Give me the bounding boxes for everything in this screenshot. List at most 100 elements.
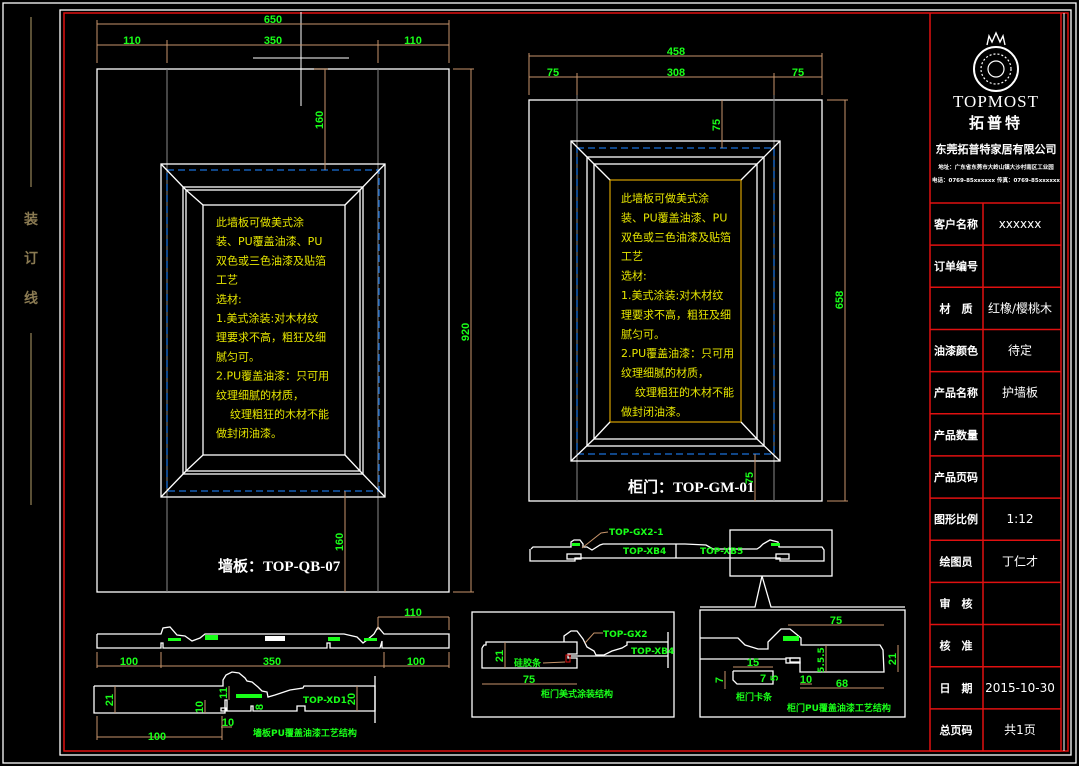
note-line: 纹理细腻的材质， xyxy=(621,366,709,380)
note-line: 1.美式涂装:对木材纹 xyxy=(621,288,723,302)
dim-detail-8: 8 xyxy=(254,704,266,710)
logo-cn: 拓普特 xyxy=(969,114,1023,132)
row-label: 图形比例 xyxy=(934,512,978,526)
door-detail-a: 21 75 TOP-GX2 TOP-XB4 硅胶条 柜门美式涂装结构 xyxy=(471,611,675,718)
door-detail-b: 75 21 15 7 7 5 10 68 5.5.5 柜门卡条 柜门PU覆盖油漆… xyxy=(699,609,906,718)
wall-panel-label: 墙板：TOP-QB-07 xyxy=(218,557,341,575)
note-line: 工艺 xyxy=(216,274,238,287)
red-border xyxy=(63,12,1069,752)
note-line: 此墙板可做美式涂 xyxy=(621,191,709,205)
door-section: TOP-GX2-1 TOP-XB4 TOP-XB5 xyxy=(529,528,905,608)
wall-panel-outline xyxy=(96,68,450,593)
row-label: 绘图员 xyxy=(940,554,973,568)
title-block-row: 绘图员 丁仁才 xyxy=(940,554,1039,568)
note-line: 双色或三色油漆及贴箔 xyxy=(216,253,326,267)
dim-door-right: 75 xyxy=(792,67,804,79)
row-label: 产品页码 xyxy=(934,470,978,484)
dim-detail-10a: 10 xyxy=(194,701,206,713)
note-line: 装、PU覆盖油漆、PU xyxy=(621,210,727,224)
row-label: 客户名称 xyxy=(933,217,978,231)
title-block-row: 产品页码 xyxy=(934,470,978,484)
dim-detail-b-7: 7 xyxy=(760,673,766,685)
note-line: 1.美式涂装:对木材纹 xyxy=(216,311,318,325)
dim-detail-b-68: 68 xyxy=(836,678,848,690)
cabinet-door-label: 柜门：TOP-GM-01 xyxy=(627,478,754,496)
part-label-moulding: TOP-GX2-1 xyxy=(609,528,664,538)
binding-margin: 装 订 线 xyxy=(23,17,39,505)
title-block-row: 审 核 xyxy=(940,596,973,610)
dim-detail-10b: 10 xyxy=(222,717,234,729)
row-value: 共1页 xyxy=(1004,723,1036,737)
title-block: TOPMOST 拓普特 东莞拓普特家居有限公司 地址：广东省东莞市大岭山镇大沙村… xyxy=(929,13,1065,752)
dim-door-center: 308 xyxy=(667,67,685,79)
row-value: 1:12 xyxy=(1007,512,1034,526)
dim-detail-b-5: 5 xyxy=(769,675,781,681)
row-value: xxxxxx xyxy=(999,217,1042,231)
dim-section-center: 350 xyxy=(263,656,281,668)
dim-door-height: 658 xyxy=(834,291,846,309)
dim-detail-b-15: 15 xyxy=(747,657,759,669)
dim-detail-b-21: 21 xyxy=(887,653,899,665)
note-line: 腻匀可。 xyxy=(621,328,665,341)
cabinet-door-note: 此墙板可做美式涂装、PU覆盖油漆、PU双色或三色油漆及贴箔工艺选材:1.美式涂装… xyxy=(621,191,734,418)
note-line: 腻匀可。 xyxy=(216,350,260,363)
note-line: 选材: xyxy=(216,292,242,306)
note-line: 装、PU覆盖油漆、PU xyxy=(216,234,322,248)
dim-detail-a-75: 75 xyxy=(523,674,535,686)
row-label: 产品数量 xyxy=(934,428,978,442)
dim-detail-21: 21 xyxy=(104,694,116,706)
title-block-row: 总页码 共1页 xyxy=(940,723,1036,737)
part-label-left: TOP-XB4 xyxy=(623,547,666,557)
title-block-row: 材 质红橡/樱桃木 xyxy=(940,300,1053,315)
logo-text: TOPMOST xyxy=(953,92,1039,111)
row-label: 油漆颜色 xyxy=(934,344,978,358)
row-label: 总页码 xyxy=(940,723,973,737)
label-door-clip: 柜门卡条 xyxy=(735,691,773,703)
part-label-xd1: TOP-XD1 xyxy=(303,696,347,706)
dim-detail-b-555: 5.5.5 xyxy=(817,647,827,673)
dim-detail-100: 100 xyxy=(148,731,166,743)
title-block-row: 产品数量 xyxy=(934,428,978,442)
dim-section-top-right: 110 xyxy=(404,607,422,619)
dim-detail-a-21: 21 xyxy=(494,650,506,662)
dim-wall-bottom: 160 xyxy=(334,533,346,551)
company-name: 东莞拓普特家居有限公司 xyxy=(936,142,1057,156)
note-line: 2.PU覆盖油漆：只可用 xyxy=(216,369,329,383)
title-block-row: 核 准 xyxy=(940,639,973,653)
part-label-right: TOP-XB5 xyxy=(700,547,743,557)
note-line: 理要求不高，粗狂及细 xyxy=(621,307,731,321)
wall-panel-elevation: 650 110 350 110 160 160 920 此墙板可做美式涂装、PU… xyxy=(96,12,474,593)
dim-wall-top: 160 xyxy=(314,111,326,129)
dim-door-total-width: 458 xyxy=(667,46,685,58)
door-detail-b-caption: 柜门PU覆盖油漆工艺结构 xyxy=(786,702,891,714)
row-value: 丁仁才 xyxy=(1002,554,1038,568)
dim-detail-b-7b: 7 xyxy=(714,677,726,683)
company-phone: 电话：0769-85xxxxxx 传真：0769-85xxxxxx xyxy=(932,176,1060,184)
note-line: 选材: xyxy=(621,269,647,283)
row-label: 日 期 xyxy=(940,681,973,695)
dim-detail-11: 11 xyxy=(218,687,230,699)
note-line: 纹理细腻的材质， xyxy=(216,388,304,402)
title-block-row: 产品名称护墙板 xyxy=(934,386,1038,400)
title-block-row: 客户名称 xxxxxx xyxy=(933,217,1041,231)
dim-section-left: 100 xyxy=(120,656,138,668)
dim-door-left: 75 xyxy=(547,67,559,79)
dim-wall-left: 110 xyxy=(123,35,141,47)
title-block-row: 订单编号 xyxy=(934,259,978,273)
note-line: 双色或三色油漆及贴箔 xyxy=(621,230,731,244)
binding-char: 订 xyxy=(24,250,38,267)
dim-wall-center: 350 xyxy=(264,35,282,47)
wall-section-caption: 墙板PU覆盖油漆工艺结构 xyxy=(253,727,357,739)
note-line: 此墙板可做美式涂 xyxy=(216,215,304,229)
dim-section-right: 100 xyxy=(407,656,425,668)
note-line: 做封闭油漆。 xyxy=(216,426,282,440)
dim-wall-height: 920 xyxy=(460,323,472,341)
title-block-row: 图形比例 1:12 xyxy=(934,512,1033,526)
dim-wall-right: 110 xyxy=(404,35,422,47)
cabinet-door-outline xyxy=(528,99,823,502)
